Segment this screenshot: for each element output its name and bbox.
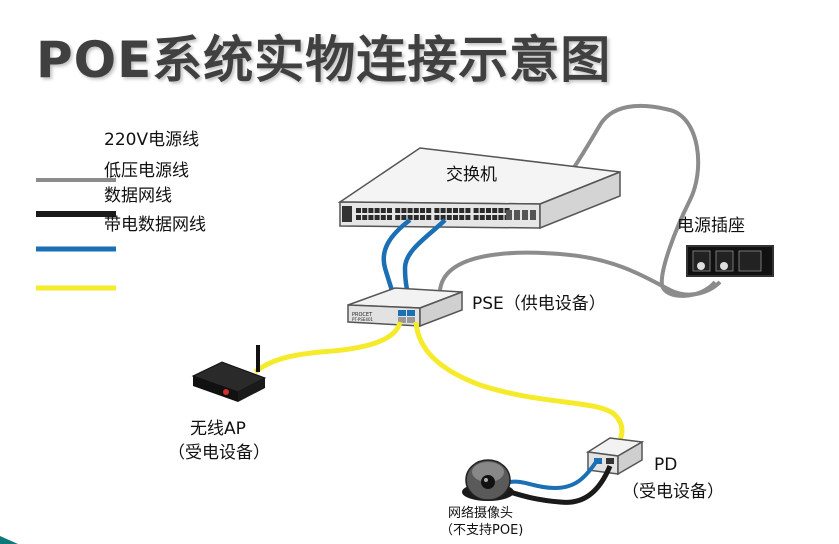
ap-sublabel: （受电设备）	[168, 443, 270, 463]
legend-label-data: 数据网线	[104, 186, 172, 206]
switch-port	[492, 215, 498, 220]
socket-label: 电源插座	[677, 216, 745, 236]
switch-port	[440, 215, 446, 220]
switch-port	[362, 208, 368, 213]
switch-port	[440, 208, 446, 213]
lowvolt-cable-camera	[509, 465, 613, 505]
switch-port	[356, 208, 361, 213]
pse-model: PT-PSE401	[352, 317, 374, 322]
switch-port	[486, 208, 491, 213]
switch-port	[434, 208, 440, 213]
switch-port	[486, 215, 491, 220]
pse-device: PROCET PT-PSE401	[347, 287, 463, 328]
data-cable-camera	[509, 460, 598, 491]
switch-port	[387, 208, 392, 213]
switch-port	[479, 208, 485, 213]
switch-port	[453, 215, 458, 220]
switch-port	[479, 215, 485, 220]
pd-device	[585, 437, 645, 476]
legend-label-poe: 带电数据网线	[104, 215, 206, 235]
switch-port	[374, 208, 380, 213]
switch-port	[426, 215, 432, 220]
switch-port	[387, 215, 392, 220]
switch-port	[413, 215, 419, 220]
switch-uplink-port	[522, 210, 528, 220]
switch-port	[374, 215, 380, 220]
ap-label: 无线AP	[190, 419, 246, 439]
switch-port	[446, 215, 452, 220]
switch-port	[362, 215, 368, 220]
switch-port	[459, 208, 465, 213]
switch-port	[473, 208, 479, 213]
page-title: POE系统实物连接示意图	[36, 31, 612, 89]
switch-label: 交换机	[446, 165, 497, 185]
switch-port	[401, 215, 407, 220]
power-socket	[686, 245, 774, 277]
camera-sublabel: （不支持POE)	[440, 523, 524, 538]
switch-port	[459, 215, 465, 220]
wireless-ap-device	[191, 345, 267, 402]
switch-port	[492, 208, 498, 213]
switch-port	[446, 208, 452, 213]
camera-device	[462, 459, 514, 501]
switch-port	[434, 215, 440, 220]
switch-uplink-port	[530, 210, 536, 220]
switch-port	[498, 215, 504, 220]
switch-port	[465, 215, 471, 220]
poe-cable-ap	[253, 321, 403, 374]
switch-port	[380, 208, 386, 213]
switch-port	[473, 215, 479, 220]
switch-uplink-port	[514, 210, 520, 220]
pse-brand: PROCET	[352, 312, 373, 318]
switch-ports	[356, 208, 536, 220]
switch-port	[395, 215, 401, 220]
legend-label-220v: 220V电源线	[104, 130, 200, 150]
switch-uplink-port	[506, 210, 512, 220]
switch-port	[420, 208, 425, 213]
switch-port	[407, 208, 413, 213]
switch-port	[453, 208, 458, 213]
switch-port	[420, 215, 425, 220]
camera-label: 网络摄像头	[448, 506, 514, 521]
switch-port	[380, 215, 386, 220]
switch-port	[498, 208, 504, 213]
pd-sublabel: （受电设备）	[622, 482, 724, 502]
switch-port	[401, 208, 407, 213]
pse-label: PSE（供电设备）	[472, 294, 606, 314]
switch-device	[337, 147, 621, 230]
switch-port	[426, 208, 432, 213]
switch-port	[413, 208, 419, 213]
switch-port	[395, 208, 401, 213]
switch-port	[368, 215, 374, 220]
switch-port	[356, 215, 361, 220]
legend-label-lowvolt: 低压电源线	[104, 161, 189, 181]
power-cable-pse	[438, 250, 722, 297]
poe-cable-pd	[413, 321, 625, 441]
corner-accent	[0, 536, 18, 544]
switch-port	[407, 215, 413, 220]
switch-port	[368, 208, 374, 213]
switch-port	[465, 208, 471, 213]
pd-label: PD	[654, 455, 678, 475]
